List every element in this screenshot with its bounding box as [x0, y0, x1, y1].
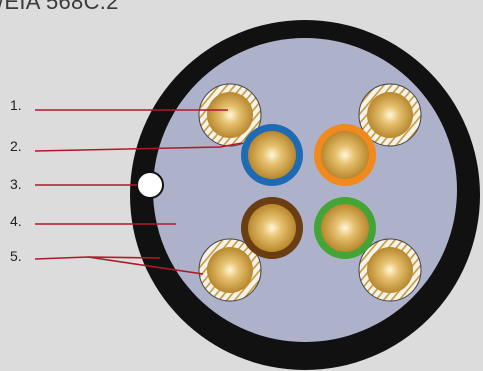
callout-line-2 — [34, 142, 243, 152]
callout-label-1: 1. — [10, 97, 22, 113]
conductor-white-striped-bottom-left — [198, 238, 262, 302]
callout-label-5: 5. — [10, 248, 22, 264]
cable-filler — [153, 38, 457, 342]
conductor-orange — [314, 124, 376, 186]
header-title: /EIA 568C.2 — [0, 0, 119, 14]
conductor-white-striped-top-left — [198, 83, 262, 147]
callout-line-5b — [87, 256, 204, 275]
conductor-green — [314, 197, 376, 259]
callout-label-2: 2. — [10, 138, 22, 154]
conductor-blue — [241, 124, 303, 186]
conductor-white-striped-bottom-right — [358, 238, 422, 302]
conductor-brown — [241, 197, 303, 259]
callout-label-4: 4. — [10, 213, 22, 229]
ripcord — [136, 171, 164, 199]
conductor-white-striped-top-right — [358, 83, 422, 147]
callout-label-3: 3. — [10, 176, 22, 192]
